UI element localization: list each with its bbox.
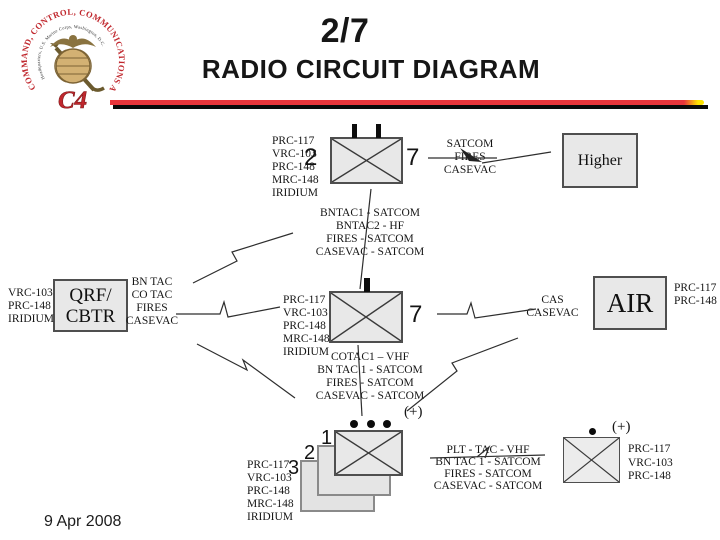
radio-item: VRC-103: [283, 307, 328, 319]
radio-item: MRC-148: [247, 498, 294, 510]
radio-item: PRC-117: [674, 282, 717, 294]
platoon-plus-indicator: (+): [404, 404, 423, 420]
net-item: BNTAC1 - SATCOM: [319, 207, 421, 219]
radio-item: VRC-103: [272, 148, 317, 160]
net-item: BN TAC: [131, 276, 173, 288]
battalion-radio-list: PRC-117 VRC-103 PRC-148 MRC-148 IRIDIUM: [272, 135, 319, 200]
divider-shadow: [113, 105, 708, 109]
radio-item: VRC-103: [8, 287, 53, 299]
divider-red-rule: [110, 100, 688, 105]
battalion-unit-box: [330, 124, 403, 184]
echelon-company-bar-icon: [364, 278, 370, 292]
net-item: FIRES - SATCOM: [326, 233, 414, 245]
net-item: BNTAC2 - HF: [335, 220, 405, 232]
net-item: FIRES: [136, 302, 168, 314]
qrf-label-line2: CBTR: [65, 305, 116, 327]
qrf-nets: BN TAC CO TAC FIRES CASEVAC: [120, 276, 184, 328]
net-item: CASEVAC - SATCOM: [315, 390, 425, 402]
air-nets: CAS CASEVAC: [515, 294, 590, 320]
air-radio-list: PRC-117 PRC-148: [674, 282, 717, 308]
radio-item: PRC-148: [247, 485, 290, 497]
company-nets: COTAC1 – VHF BN TAC 1 - SATCOM FIRES - S…: [295, 351, 445, 403]
radio-item: VRC-103: [628, 456, 673, 469]
radio-item: PRC-117: [628, 443, 671, 455]
net-item: CASEVAC - SATCOM: [315, 246, 425, 258]
link-qrf-battalion-rf: [192, 232, 294, 284]
radio-item: VRC-103: [247, 472, 292, 484]
detachment-unit-box: [563, 437, 620, 483]
net-item: CASEVAC: [526, 307, 579, 319]
link-qrf-platoons-rf: [196, 343, 296, 399]
infantry-cross-icon: [331, 293, 401, 341]
infantry-cross-icon: [336, 432, 401, 474]
radio-item: IRIDIUM: [8, 313, 54, 325]
platoon-dot-icon: [367, 420, 375, 428]
net-item: CAS: [541, 294, 564, 306]
infantry-cross-icon: [564, 438, 619, 482]
net-item: CO TAC: [131, 289, 173, 301]
detachment-radio-list: PRC-117 VRC-103 PRC-148: [628, 443, 673, 484]
radio-item: IRIDIUM: [272, 187, 318, 199]
page-title: 2/7: [320, 12, 370, 50]
platoon-unit-box-1: [334, 430, 403, 476]
detachment-plus-indicator: (+): [612, 419, 631, 435]
company-radio-list: PRC-117 VRC-103 PRC-148 MRC-148 IRIDIUM: [283, 294, 330, 359]
net-item: FIRES - SATCOM: [444, 468, 532, 480]
battalion-number-right: 7: [406, 144, 420, 171]
net-item: SATCOM: [446, 138, 494, 150]
battalion-nets: BNTAC1 - SATCOM BNTAC2 - HF FIRES - SATC…: [295, 207, 445, 259]
air-unit-box: AIR: [593, 276, 667, 330]
battalion-number-left: 2: [304, 144, 318, 171]
air-label: AIR: [606, 287, 654, 318]
platoon-number-3: 3: [288, 457, 300, 479]
marine-corps-c4-seal-logo: COMMAND, CONTROL, COMMUNICATIONS AND COM…: [16, 6, 127, 114]
platoon-number-1: 1: [321, 427, 333, 449]
detachment-dot-icon: [589, 428, 596, 435]
radio-item: PRC-148: [674, 295, 717, 307]
net-item: CASEVAC - SATCOM: [433, 480, 543, 492]
slide-date: 9 Apr 2008: [44, 513, 122, 530]
radio-item: PRC-148: [628, 470, 671, 482]
qrf-label-line1: QRF/: [69, 284, 112, 306]
qrf-radio-list: VRC-103 PRC-148 IRIDIUM: [8, 287, 54, 326]
net-item: FIRES: [454, 151, 486, 163]
net-item: FIRES - SATCOM: [326, 377, 414, 389]
page-subtitle: RADIO CIRCUIT DIAGRAM: [201, 54, 541, 84]
platoon-nets: PLT - TAC - VHF BN TAC 1 - SATCOM FIRES …: [418, 444, 558, 492]
radio-item: MRC-148: [272, 174, 319, 186]
radio-item: PRC-148: [272, 161, 315, 173]
seal-c4-monogram: C4: [58, 87, 87, 114]
echelon-battalion-bar-icon: [352, 124, 357, 138]
qrf-cbtr-label: QRF/ CBTR: [55, 281, 126, 330]
company-unit-box: [329, 278, 403, 343]
radio-item: MRC-148: [283, 333, 330, 345]
infantry-cross-icon: [332, 139, 401, 182]
net-item: PLT - TAC - VHF: [446, 444, 530, 456]
net-item: COTAC1 – VHF: [330, 351, 410, 363]
higher-unit-box: Higher: [562, 133, 638, 188]
platoon-dot-icon: [350, 420, 358, 428]
net-item: CASEVAC: [125, 315, 179, 327]
higher-label: Higher: [577, 151, 623, 169]
radio-item: PRC-117: [283, 294, 326, 306]
echelon-battalion-bar-icon: [376, 124, 381, 138]
radio-item: PRC-148: [283, 320, 326, 332]
platoon-dot-icon: [383, 420, 391, 428]
radio-item: IRIDIUM: [247, 511, 293, 523]
qrf-cbtr-unit-box: QRF/ CBTR: [53, 279, 128, 332]
radio-item: PRC-148: [8, 300, 51, 312]
radio-item: PRC-117: [272, 135, 315, 147]
platoon-number-2: 2: [304, 442, 316, 464]
net-item: BN TAC 1 - SATCOM: [317, 364, 423, 376]
link-qrf-company-rf: [176, 299, 281, 318]
net-item: CASEVAC: [443, 164, 497, 176]
radio-item: PRC-117: [247, 459, 290, 471]
battalion-uplink-nets: SATCOM FIRES CASEVAC: [430, 138, 510, 177]
eagle-globe-anchor-icon: [50, 35, 105, 92]
platoon-radio-list: PRC-117 VRC-103 PRC-148 MRC-148 IRIDIUM: [247, 459, 294, 524]
company-number-right: 7: [409, 301, 423, 328]
divider-yellow-tip: [684, 100, 704, 105]
net-item: BN TAC 1 - SATCOM: [435, 456, 541, 468]
